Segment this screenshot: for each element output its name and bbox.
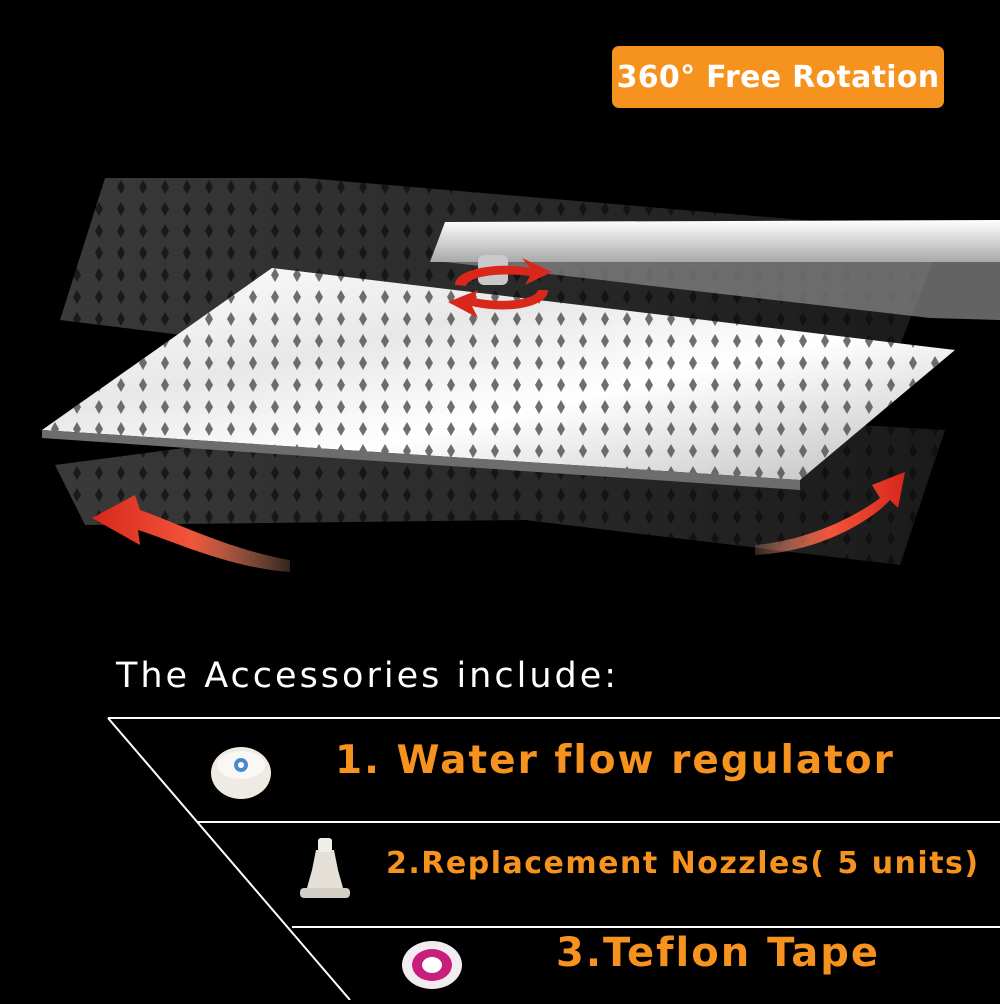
teflon-tape-icon xyxy=(402,941,462,989)
water-flow-regulator-icon xyxy=(211,747,271,799)
rotation-badge: 360° Free Rotation xyxy=(612,46,944,108)
replacement-nozzle-icon xyxy=(300,838,350,898)
rotation-arrow-icon xyxy=(448,258,552,318)
accessory-label-water-flow-regulator: 1. Water flow regulator xyxy=(335,738,895,783)
accessories-heading: The Accessories include: xyxy=(116,656,620,696)
rotate-left-arrow-icon xyxy=(92,495,290,572)
accessory-label-teflon-tape: 3.Teflon Tape xyxy=(556,930,881,976)
rotate-right-arrow-icon xyxy=(755,472,905,555)
accessory-label-replacement-nozzles: 2.Replacement Nozzles( 5 units) xyxy=(386,846,980,881)
